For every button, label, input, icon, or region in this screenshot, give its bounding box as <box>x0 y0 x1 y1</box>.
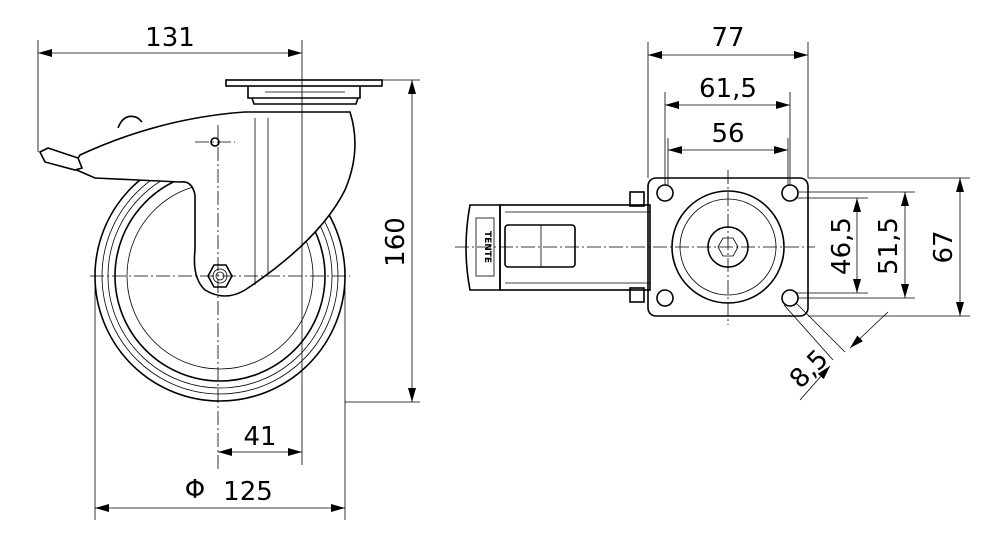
dimension-label: 67 <box>929 230 959 263</box>
brake-knob <box>117 115 143 129</box>
dimension-label: 51,5 <box>874 217 904 275</box>
dimension-label: 125 <box>223 477 273 507</box>
dimension-160: 160 <box>345 79 420 403</box>
dimension-8-5: 8,5 <box>783 302 889 401</box>
top-view: TENTE <box>455 170 815 325</box>
diameter-symbol: Φ <box>185 475 205 505</box>
dimension-label: 46,5 <box>827 217 857 275</box>
dimension-label: 8,5 <box>784 344 834 394</box>
dimension-131: 131 <box>37 23 303 465</box>
side-view <box>38 79 383 470</box>
dimension-label: 61,5 <box>699 74 757 104</box>
fork <box>70 111 356 297</box>
dimension-61-5: 61,5 <box>664 74 791 185</box>
dimension-77: 77 <box>647 23 809 178</box>
dimension-label: 160 <box>381 217 411 267</box>
dimension-label: 131 <box>145 23 195 53</box>
dimension-label: 56 <box>711 119 744 149</box>
dimension-label: 41 <box>243 422 276 452</box>
dimension-67: 67 <box>808 177 970 317</box>
dimension-51-5: 51,5 <box>798 191 915 299</box>
dimension-46-5: 46,5 <box>795 197 868 294</box>
top-plate <box>225 79 383 105</box>
dimension-41: 41 <box>218 422 302 456</box>
dimension-56: 56 <box>667 119 789 185</box>
brake-pedal <box>38 147 84 171</box>
dimension-diameter-125: Φ 125 <box>94 276 346 520</box>
dimension-label: 77 <box>711 23 744 53</box>
